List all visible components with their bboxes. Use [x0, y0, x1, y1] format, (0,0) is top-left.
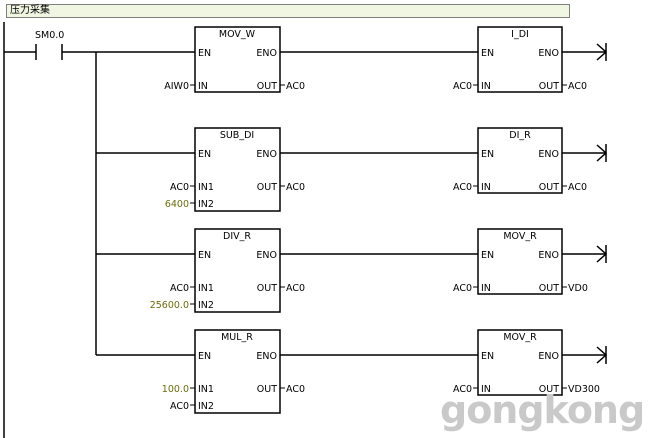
pin-en: EN — [198, 48, 211, 59]
rung-end-arrow — [596, 144, 608, 162]
operand-out[interactable]: VD0 — [568, 283, 588, 294]
pin-in: IN — [481, 81, 491, 92]
operand-in[interactable]: AC0 — [453, 283, 472, 294]
block-title: MUL_R — [221, 332, 253, 343]
block-mov-r[interactable]: MOV_R EN ENO IN OUT AC0 VD0 — [453, 228, 588, 295]
network-title[interactable]: 压力采集 — [6, 4, 570, 18]
contact-sm0-0[interactable]: SM0.0 — [4, 30, 96, 60]
pin-eno: ENO — [538, 149, 559, 160]
operand-out[interactable]: AC0 — [286, 81, 305, 92]
pin-eno: ENO — [256, 250, 277, 261]
operand-out[interactable]: AC0 — [286, 182, 305, 193]
watermark: gongkong — [440, 388, 645, 432]
pin-en: EN — [198, 250, 211, 261]
rung-row-4: MUL_R EN ENO IN1 IN2 OUT 100.0 AC0 AC0 M… — [96, 329, 608, 414]
pin-in: IN — [481, 384, 491, 395]
pin-en: EN — [198, 149, 211, 160]
block-title: MOV_R — [503, 332, 537, 343]
block-i-di[interactable]: I_DI EN ENO IN OUT AC0 AC0 — [453, 26, 587, 93]
block-title: DI_R — [509, 130, 531, 141]
pin-en: EN — [481, 250, 494, 261]
pin-out: OUT — [539, 283, 559, 294]
pin-en: EN — [481, 48, 494, 59]
pin-eno: ENO — [538, 351, 559, 362]
block-title: MOV_R — [503, 231, 537, 242]
rung-end-arrow — [596, 245, 608, 263]
operand-in[interactable]: AC0 — [453, 81, 472, 92]
block-title: SUB_DI — [220, 130, 254, 141]
pin-eno: ENO — [256, 48, 277, 59]
pin-in1: IN1 — [198, 182, 214, 193]
operand-out[interactable]: AC0 — [286, 384, 305, 395]
block-div-r[interactable]: DIV_R EN ENO IN1 IN2 OUT AC0 25600.0 AC0 — [150, 228, 305, 313]
pin-in: IN — [481, 182, 491, 193]
pin-eno: ENO — [256, 149, 277, 160]
block-title: DIV_R — [223, 231, 251, 242]
block-mov-w[interactable]: MOV_W EN ENO IN OUT AIW0 AC0 — [164, 26, 305, 93]
pin-en: EN — [481, 149, 494, 160]
operand-in1[interactable]: AC0 — [170, 182, 189, 193]
rung-row-2: SUB_DI EN ENO IN1 IN2 OUT AC0 6400 AC0 D… — [96, 127, 608, 212]
pin-en: EN — [198, 351, 211, 362]
block-title: I_DI — [511, 29, 529, 40]
pin-eno: ENO — [538, 48, 559, 59]
operand-in1[interactable]: 100.0 — [162, 384, 189, 395]
block-mul-r[interactable]: MUL_R EN ENO IN1 IN2 OUT 100.0 AC0 AC0 — [162, 329, 305, 414]
rung-row-1: MOV_W EN ENO IN OUT AIW0 AC0 I_DI EN ENO… — [96, 26, 608, 93]
pin-out: OUT — [257, 384, 277, 395]
pin-in1: IN1 — [198, 384, 214, 395]
pin-eno: ENO — [256, 351, 277, 362]
operand-in2[interactable]: AC0 — [170, 401, 189, 412]
pin-in1: IN1 — [198, 283, 214, 294]
pin-out: OUT — [539, 384, 559, 395]
rung-end-arrow — [596, 43, 608, 61]
pin-eno: ENO — [538, 250, 559, 261]
operand-in2[interactable]: 25600.0 — [150, 300, 189, 311]
operand-out[interactable]: AC0 — [286, 283, 305, 294]
block-sub-di[interactable]: SUB_DI EN ENO IN1 IN2 OUT AC0 6400 AC0 — [165, 127, 305, 212]
operand-in[interactable]: AIW0 — [164, 81, 189, 92]
rung-end-arrow — [596, 346, 608, 364]
operand-out[interactable]: VD300 — [568, 384, 600, 395]
pin-in: IN — [198, 81, 208, 92]
pin-out: OUT — [539, 81, 559, 92]
operand-out[interactable]: AC0 — [568, 182, 587, 193]
pin-out: OUT — [539, 182, 559, 193]
pin-in2: IN2 — [198, 300, 214, 311]
pin-out: OUT — [257, 182, 277, 193]
pin-in: IN — [481, 283, 491, 294]
operand-in2[interactable]: 6400 — [165, 199, 189, 210]
block-di-r[interactable]: DI_R EN ENO IN OUT AC0 AC0 — [453, 127, 587, 194]
contact-label: SM0.0 — [35, 30, 64, 41]
pin-out: OUT — [257, 283, 277, 294]
operand-in1[interactable]: AC0 — [170, 283, 189, 294]
operand-in[interactable]: AC0 — [453, 182, 472, 193]
pin-in2: IN2 — [198, 199, 214, 210]
block-mov-r-2[interactable]: MOV_R EN ENO IN OUT AC0 VD300 — [453, 329, 600, 396]
pin-out: OUT — [257, 81, 277, 92]
pin-in2: IN2 — [198, 401, 214, 412]
pin-en: EN — [481, 351, 494, 362]
rung-row-3: DIV_R EN ENO IN1 IN2 OUT AC0 25600.0 AC0… — [96, 228, 608, 313]
operand-out[interactable]: AC0 — [568, 81, 587, 92]
block-title: MOV_W — [219, 29, 256, 40]
operand-in[interactable]: AC0 — [453, 384, 472, 395]
